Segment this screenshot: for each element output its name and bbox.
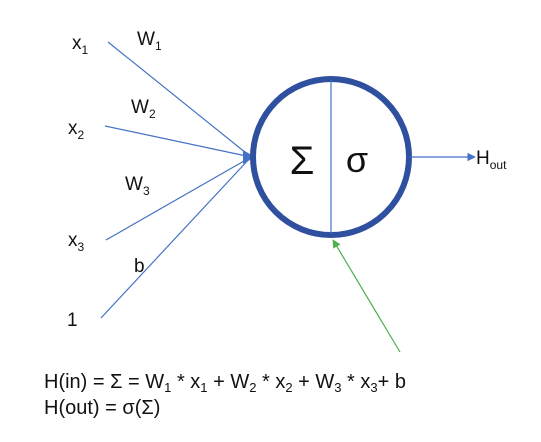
- weight-label-w2: W2: [131, 97, 156, 121]
- edge-x3: [105, 156, 252, 241]
- input-label-x3: x3: [68, 230, 85, 254]
- input-label-x1: x1: [72, 33, 89, 57]
- input-label-x2: x2: [68, 118, 85, 142]
- sum-symbol: Σ: [290, 139, 315, 183]
- input-arrowhead: [243, 150, 255, 164]
- weight-label-b: b: [134, 256, 145, 277]
- edge-bias: [100, 156, 252, 319]
- edge-x1: [107, 41, 252, 158]
- feedback-edge: [332, 239, 401, 353]
- formula-h-out: H(out) = σ(Σ): [44, 397, 161, 419]
- formula-h-in: H(in) = Σ = W1 * x1 + W2 * x2 + W3 * x3+…: [44, 371, 406, 395]
- activation-symbol: σ: [346, 139, 368, 180]
- edge-x2: [104, 125, 252, 158]
- weight-label-w3: W3: [125, 174, 150, 198]
- input-label-bias: 1: [67, 310, 78, 331]
- output-label: Hout: [476, 148, 507, 172]
- weight-label-w1: W1: [137, 29, 162, 53]
